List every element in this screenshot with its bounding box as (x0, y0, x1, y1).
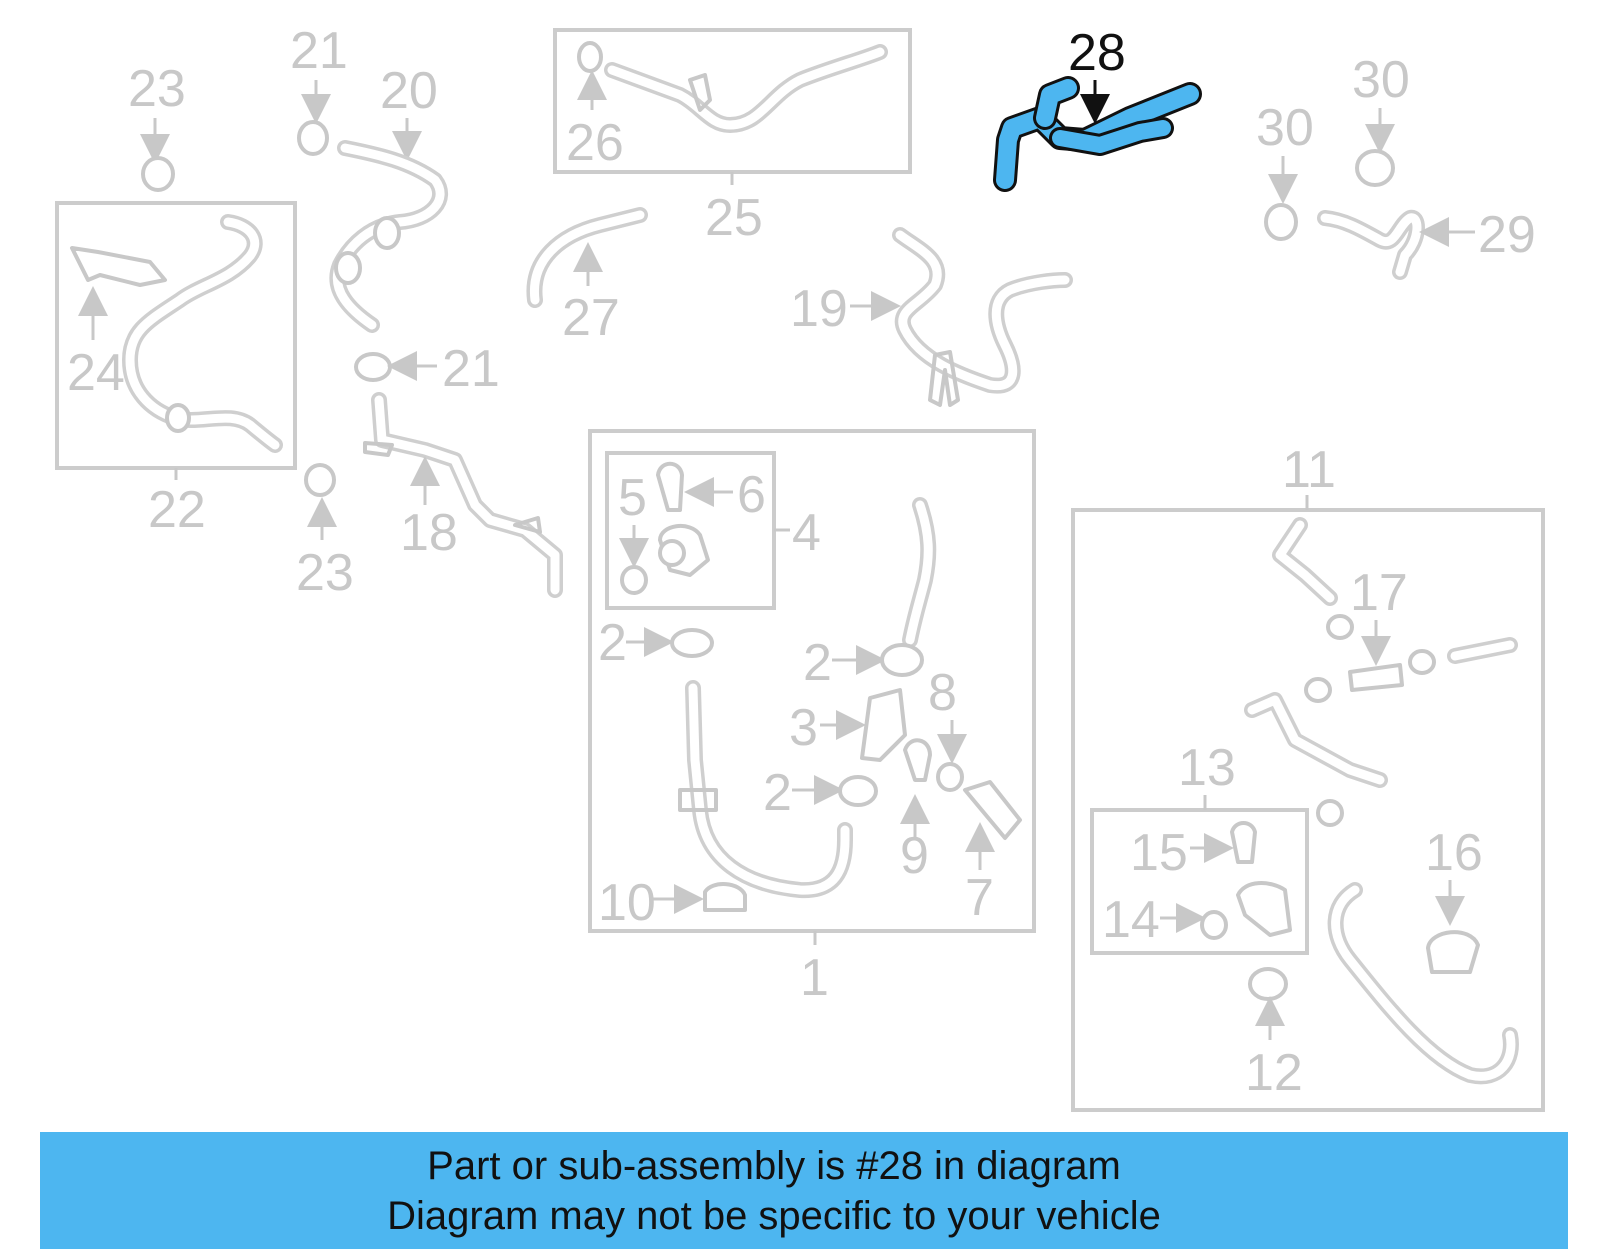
label-30-right: 30 (1352, 51, 1410, 109)
clamp-22 (165, 403, 191, 433)
clamp-23-top: 23 (128, 60, 186, 192)
hose-27-group: 27 (526, 207, 648, 347)
label-17: 17 (1350, 564, 1408, 622)
label-1: 1 (800, 949, 829, 1007)
label-30-left: 30 (1256, 99, 1314, 157)
assembly-25: 26 25 (553, 28, 912, 247)
assembly-1-box (588, 429, 1036, 933)
label-9: 9 (900, 827, 929, 885)
label-27: 27 (562, 289, 620, 347)
fitting-3 (860, 688, 907, 762)
label-10: 10 (598, 874, 656, 932)
label-13: 13 (1178, 739, 1236, 797)
label-12: 12 (1245, 1044, 1303, 1102)
label-3: 3 (789, 699, 818, 757)
label-24: 24 (67, 344, 125, 402)
hose-19-group: 19 (790, 227, 1073, 407)
hose-20-group: 21 20 (290, 22, 448, 333)
label-21-top: 21 (290, 22, 348, 80)
label-25: 25 (705, 189, 763, 247)
label-18: 18 (400, 504, 458, 562)
label-2a: 2 (598, 614, 627, 672)
sensor-7 (963, 780, 1022, 840)
label-7: 7 (965, 869, 994, 927)
label-2b: 2 (803, 634, 832, 692)
label-8: 8 (928, 664, 957, 722)
pipe-18-group: 21 18 23 (296, 340, 563, 602)
o-ring-26 (577, 41, 603, 73)
label-23-top: 23 (128, 60, 186, 118)
tee-17 (1348, 663, 1404, 692)
bracket-24 (70, 246, 167, 287)
label-14: 14 (1102, 891, 1160, 949)
hose-28-highlighted: 28 (993, 24, 1202, 192)
hose-29-group: 30 30 29 (1256, 51, 1536, 280)
label-28: 28 (1068, 24, 1126, 82)
label-4: 4 (792, 504, 821, 562)
label-19: 19 (790, 280, 848, 338)
label-11: 11 (1282, 441, 1336, 499)
assembly-13-box (1090, 808, 1309, 955)
label-6: 6 (737, 466, 766, 524)
label-2c: 2 (763, 764, 792, 822)
label-26: 26 (566, 114, 624, 172)
label-21-middle: 21 (442, 340, 500, 398)
label-16: 16 (1425, 824, 1483, 882)
label-5: 5 (618, 469, 647, 527)
assembly-11: 11 17 13 15 14 12 16 (1071, 441, 1545, 1112)
label-22: 22 (148, 481, 206, 539)
banner-line-1: Part or sub-assembly is #28 in diagram (427, 1143, 1121, 1188)
label-15: 15 (1130, 824, 1188, 882)
info-banner: Part or sub-assembly is #28 in diagram D… (40, 1132, 1568, 1249)
pipe-11-mid (1244, 692, 1388, 788)
label-23-bottom: 23 (296, 544, 354, 602)
assembly-1: 4 5 6 2 10 2 3 2 8 9 (588, 429, 1036, 1007)
label-29: 29 (1478, 206, 1536, 264)
label-20: 20 (380, 62, 438, 120)
banner-line-2: Diagram may not be specific to your vehi… (387, 1193, 1161, 1238)
assembly-22: 24 22 (55, 201, 297, 539)
